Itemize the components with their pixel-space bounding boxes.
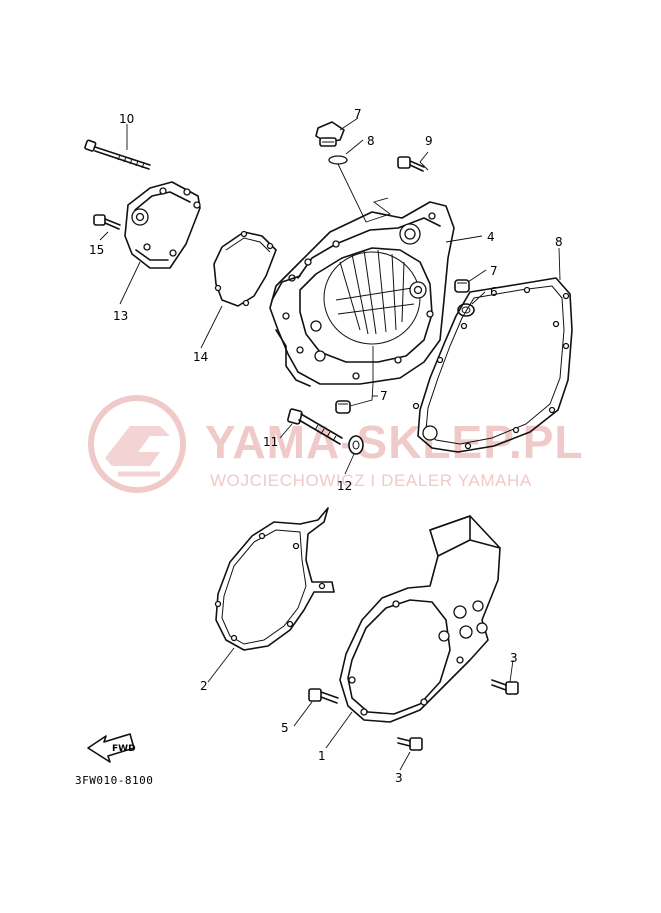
part-10-o-ring [328, 155, 348, 165]
watermark-subtitle: WOJCIECHOWICZ I DEALER YAMAHA [210, 471, 532, 490]
part-13-bolt [287, 408, 343, 445]
watermark-brand: YAMA-SKLEP.PL [205, 416, 584, 468]
part-1-outer-cover [339, 515, 501, 723]
fwd-label: FWD [112, 744, 136, 754]
part-2-cover-gasket [214, 507, 335, 651]
part-3-bolt-upper [491, 679, 519, 695]
part-16-small-gasket [213, 230, 277, 307]
part-12-bolt [84, 139, 151, 170]
callout-14: 12 [337, 479, 352, 493]
part-15-small-cover [124, 181, 201, 269]
callout-6: 6 [490, 285, 498, 299]
part-5-crankcase-cover [269, 201, 455, 387]
part-3-bolt-lower [397, 737, 423, 751]
callout-4: 5 [281, 721, 289, 735]
part-code: 3FW010-8100 [75, 774, 153, 787]
part-7-dowel-upper [454, 279, 470, 293]
callout-13: 11 [263, 435, 278, 449]
callout-1: 1 [318, 749, 326, 763]
watermark: YAMA-SKLEP.PL WOJCIECHOWICZ I DEALER YAM… [88, 395, 584, 493]
fwd-arrow-icon: FWD [87, 733, 136, 763]
callout-15: 13 [113, 309, 128, 323]
part-14-washer [348, 435, 364, 455]
watermark-logo-icon [88, 395, 186, 493]
part-9-plug [315, 121, 345, 147]
callout-7-upper: 7 [490, 264, 498, 278]
callout-16: 14 [193, 350, 208, 364]
callout-8: 8 [555, 235, 563, 249]
part-17-small-bolt [93, 214, 121, 230]
callout-10: 8 [367, 134, 375, 148]
part-4-bolt [308, 688, 339, 704]
part-11-bolt [397, 156, 425, 172]
leader-lines [99, 117, 561, 771]
part-7-dowel-lower [335, 400, 351, 414]
callout-11: 9 [425, 134, 433, 148]
callout-3-upper: 3 [510, 651, 518, 665]
callout-5: 4 [487, 230, 495, 244]
callouts: 10 15 13 14 7 8 9 4 8 7 6 7 11 12 2 3 5 … [89, 107, 563, 785]
callout-12: 10 [119, 112, 134, 126]
callout-9: 7 [354, 107, 362, 121]
callout-17: 15 [89, 243, 104, 257]
callout-7-lower: 7 [380, 389, 388, 403]
callout-2: 2 [200, 679, 208, 693]
callout-3-lower: 3 [395, 771, 403, 785]
part-8-large-gasket [412, 277, 573, 453]
